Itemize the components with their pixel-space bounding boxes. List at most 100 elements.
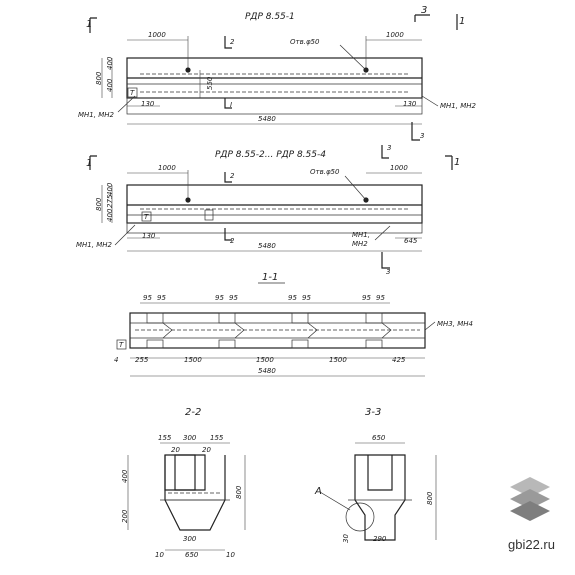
- opening: [146, 312, 164, 324]
- dim-130-right: 130: [403, 100, 417, 108]
- cut-label-2-top: 2: [230, 38, 235, 46]
- hole-leader: [344, 175, 367, 201]
- cut-mark-2-top: [224, 36, 232, 49]
- callout-a: A: [314, 486, 322, 497]
- dim-1500: 1500: [329, 356, 347, 364]
- detail-callout-circle: [345, 502, 375, 532]
- cut-label-3-bottom: 3: [386, 268, 390, 276]
- cut-mark-3-top: [414, 14, 430, 22]
- dim-right-top: 1000: [390, 164, 408, 172]
- dim-height-upper: 400: [106, 182, 114, 196]
- dim-300-bottom: 300: [183, 535, 197, 543]
- mesh-label-mid-b: МН2: [352, 240, 368, 248]
- cut-label-1-left: 1: [86, 158, 92, 169]
- dim-10: 10: [155, 551, 164, 559]
- elevation-rdr-8-55-2-4: РДР 8.55-2... РДР 8.55-4 1 1 Отв.φ50 100…: [76, 144, 460, 276]
- mesh-label-left: МН1, МН2: [78, 111, 115, 119]
- cut-mark-3-bottom: [411, 122, 420, 141]
- dim-total: 5480: [258, 115, 276, 123]
- section-3-3: 3-3 A 650 800 30 290: [314, 407, 437, 543]
- opening: [291, 312, 309, 324]
- cut-mark-2-top: [224, 172, 232, 183]
- openings: [146, 312, 383, 349]
- marker-i: I: [230, 101, 232, 109]
- plan-body: [129, 312, 426, 349]
- dim-10: 10: [226, 551, 235, 559]
- title-rdr-8-55-2-4: РДР 8.55-2... РДР 8.55-4: [215, 150, 326, 160]
- dim-height-total: 800: [95, 71, 103, 85]
- dim-95: 95: [288, 294, 297, 302]
- dim-130-left: 130: [141, 100, 155, 108]
- hole-label: Отв.φ50: [310, 168, 340, 176]
- cut-mark-1-left: [89, 155, 97, 170]
- cut-label-2-top: 2: [230, 172, 235, 180]
- marker-t-box: [127, 87, 138, 98]
- dim-800: 800: [235, 485, 243, 499]
- callout-leader: [319, 491, 351, 511]
- dim-290: 290: [373, 535, 387, 543]
- beam-flange: [126, 97, 423, 115]
- dim-425: 425: [392, 356, 406, 364]
- insert-box: [204, 209, 214, 221]
- opening: [146, 339, 164, 349]
- dim-20: 20: [202, 446, 211, 454]
- mesh-leader-left: [114, 224, 136, 246]
- dim-650: 650: [185, 551, 199, 559]
- cut-label-3-bottom: 3: [420, 132, 424, 140]
- logo-slab-top: [510, 477, 550, 497]
- cut-mark-3-top: [381, 145, 389, 159]
- dim-650: 650: [372, 434, 386, 442]
- opening: [365, 339, 383, 349]
- dim-95: 95: [376, 294, 385, 302]
- cut-label-1-right: 1: [459, 16, 465, 27]
- dim-300: 300: [183, 434, 197, 442]
- dim-95: 95: [215, 294, 224, 302]
- mesh-label-mid-a: МН1,: [352, 231, 370, 239]
- dim-height-lower: 400: [106, 208, 114, 222]
- dim-total: 5480: [258, 242, 276, 250]
- mesh-label-left: МН1, МН2: [76, 241, 113, 249]
- mesh-leader-mid: [374, 225, 391, 241]
- dim-20: 20: [171, 446, 180, 454]
- dim-height-total: 800: [95, 197, 103, 211]
- opening: [218, 339, 236, 349]
- hole-label: Отв.φ50: [290, 38, 320, 46]
- dim-95: 95: [362, 294, 371, 302]
- section-void: [367, 455, 393, 491]
- dim-95: 95: [157, 294, 166, 302]
- cut-mark-2-bottom: [224, 228, 232, 241]
- marker-t-box: [141, 211, 152, 222]
- cut-mark-1-left: [89, 17, 97, 33]
- cut-label-2-bottom: 2: [230, 237, 235, 245]
- beam-flange: [126, 222, 423, 234]
- marker-t: T: [119, 341, 124, 349]
- dim-left-top: 1000: [148, 31, 166, 39]
- site-name: gbi22.ru: [508, 537, 555, 552]
- cut-mark-2-bottom: [224, 98, 232, 109]
- dim-95: 95: [302, 294, 311, 302]
- opening: [365, 312, 383, 324]
- dim-155: 155: [158, 434, 172, 442]
- cut-label-3-top: 3: [387, 144, 391, 152]
- dim-height-upper: 400: [106, 56, 114, 70]
- cut-label-1-left: 1: [86, 19, 92, 30]
- mesh-label-right: МН1, МН2: [440, 102, 477, 110]
- dim-200: 200: [121, 509, 129, 523]
- section-outline: [164, 455, 226, 531]
- dim-95: 95: [229, 294, 238, 302]
- logo-slab-bottom: [510, 501, 550, 521]
- section-2-2: 2-2 155 300 155 20 20 400 200 800 300 65…: [121, 407, 246, 559]
- dim-550: 550: [206, 76, 214, 90]
- dim-155: 155: [210, 434, 224, 442]
- dim-800: 800: [426, 491, 434, 505]
- dim-1500: 1500: [184, 356, 202, 364]
- opening: [291, 339, 309, 349]
- section-3-3-title: 3-3: [365, 407, 381, 418]
- dim-right-top: 1000: [386, 31, 404, 39]
- dim-height-mid: 275: [106, 194, 114, 208]
- cut-mark-1-right: [445, 155, 453, 170]
- dim-30: 30: [342, 534, 350, 543]
- rib-chevrons: [162, 322, 392, 339]
- marker-t: T: [130, 89, 135, 97]
- dim-400: 400: [121, 469, 129, 483]
